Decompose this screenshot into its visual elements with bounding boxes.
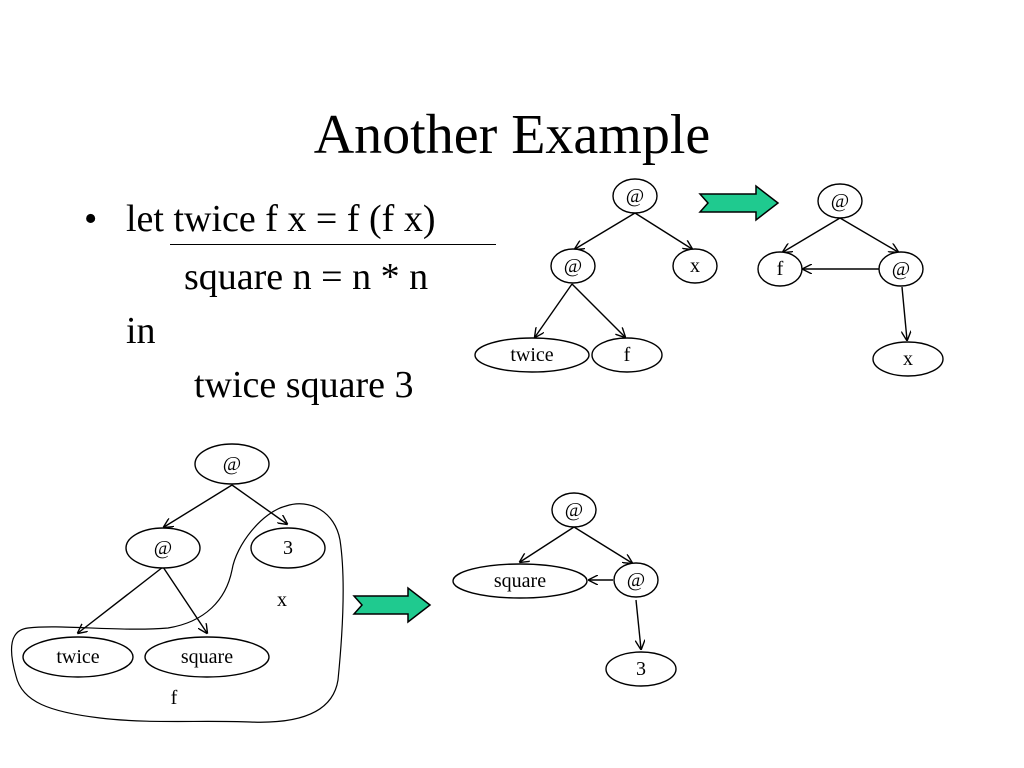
label-three: 3 (636, 658, 646, 680)
edge (634, 212, 692, 249)
edge (575, 212, 636, 249)
diagram-example-after (452, 492, 677, 687)
node-square (452, 563, 588, 599)
code-underline (170, 244, 496, 245)
label-three: 3 (283, 537, 293, 559)
node-apply (878, 251, 924, 287)
label-square: square (494, 570, 546, 592)
slide-title: Another Example (313, 104, 711, 166)
label-x: x (903, 348, 913, 370)
binding-label-x: x (277, 589, 287, 611)
node-x (872, 341, 944, 377)
diagram-example-before (22, 443, 326, 678)
label-twice: twice (56, 646, 99, 668)
node-three (250, 527, 326, 569)
node-apply (550, 248, 596, 284)
node-apply (613, 562, 659, 598)
transform-arrow-icon (698, 184, 780, 222)
diagram-twice-after (757, 183, 944, 377)
node-three (605, 651, 677, 687)
edge (78, 566, 164, 633)
edge (164, 484, 233, 527)
node-apply-root (551, 492, 597, 528)
node-apply-root (817, 183, 863, 219)
node-apply-root (194, 443, 270, 485)
node-apply (125, 527, 201, 569)
edge (520, 526, 575, 562)
edge (573, 526, 632, 563)
label-apply: @ (564, 255, 582, 277)
edge (535, 283, 573, 337)
node-twice (474, 337, 590, 373)
edge (162, 566, 207, 633)
label-twice: twice (510, 344, 553, 366)
label-apply-root: @ (626, 185, 644, 207)
binding-label-f: f (171, 687, 178, 709)
label-apply: @ (892, 258, 910, 280)
transform-arrow-icon (352, 586, 432, 624)
code-line-body: twice square 3 (194, 364, 414, 406)
label-apply-root: @ (831, 190, 849, 212)
node-x (672, 248, 718, 284)
bullet-marker: • (84, 198, 98, 240)
label-apply: @ (627, 569, 645, 591)
node-apply-root (612, 178, 658, 214)
code-line-in: in (126, 310, 156, 352)
code-line-square: square n = n * n (184, 256, 429, 298)
edge (839, 217, 898, 252)
node-f (757, 251, 803, 287)
label-x: x (690, 255, 700, 277)
edge (902, 286, 907, 340)
label-square: square (181, 646, 233, 668)
subexpression-outline (10, 503, 344, 723)
label-f: f (624, 344, 631, 366)
edge (636, 599, 641, 649)
edge (571, 283, 625, 337)
code-line-let: let twice f x = f (f x) (126, 198, 436, 240)
edge (231, 484, 287, 524)
diagram-twice-before (474, 178, 718, 373)
node-f (591, 337, 663, 373)
label-apply-root: @ (223, 453, 241, 475)
label-f: f (777, 258, 784, 280)
edge (783, 217, 841, 252)
node-square (144, 636, 270, 678)
node-twice (22, 636, 134, 678)
label-apply-root: @ (565, 499, 583, 521)
label-apply: @ (154, 537, 172, 559)
